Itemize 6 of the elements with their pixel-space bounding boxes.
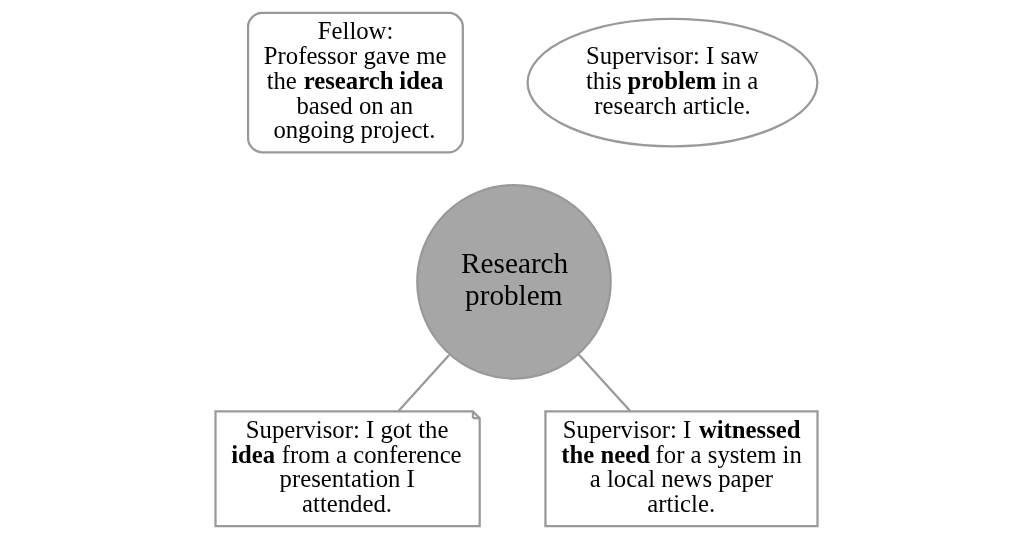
node-box: Fellow: Professor gave me the research idea based on an ongoing project. bbox=[246, 11, 464, 154]
node-box: Supervisor: I witnessed the need for a system in a local news paper article. bbox=[544, 410, 819, 528]
node-ellipse: Supervisor: I saw this problem in a research article. bbox=[526, 17, 819, 148]
connector bbox=[397, 354, 450, 413]
connector bbox=[577, 353, 632, 413]
node-circle: Research problem bbox=[416, 184, 612, 380]
